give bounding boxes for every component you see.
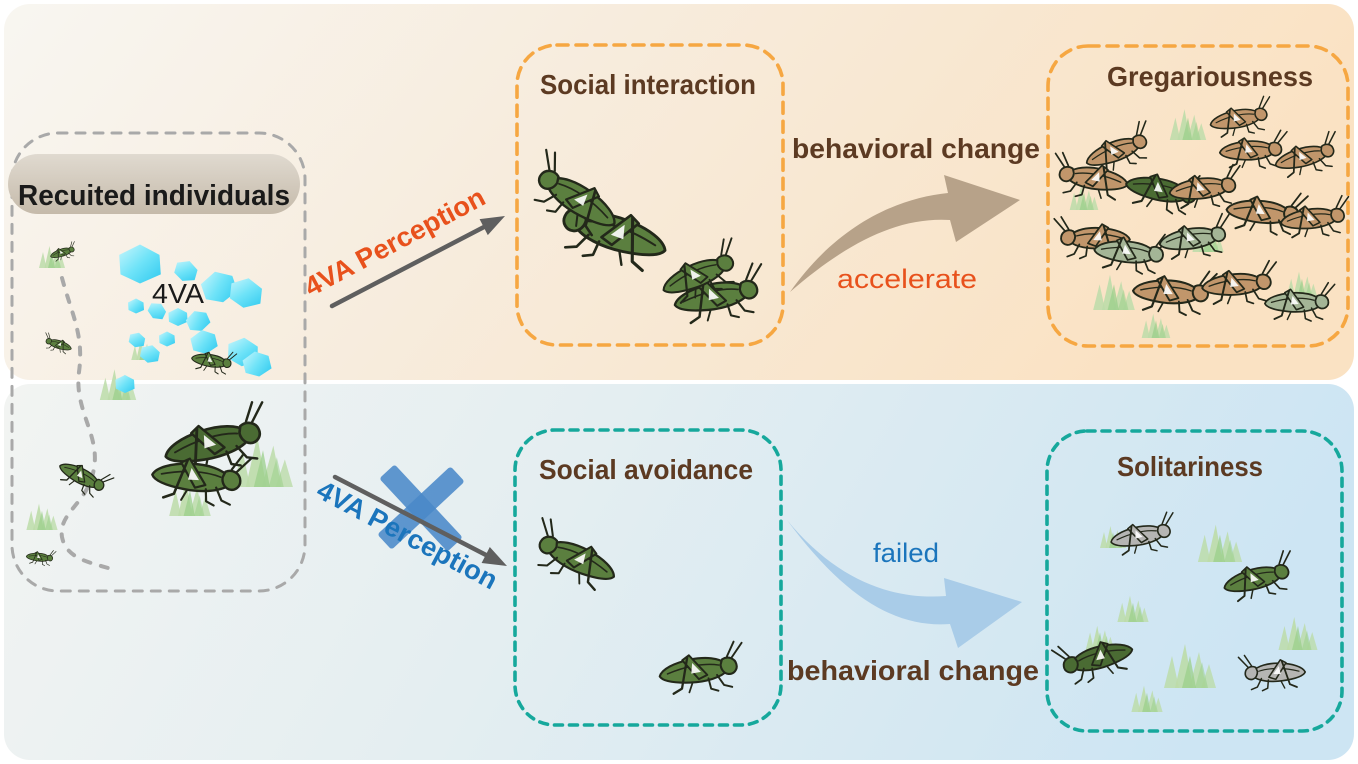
- behavioral-change-label-bottom: behavioral change: [787, 655, 1039, 686]
- failed-label: failed: [873, 538, 939, 568]
- swoosh-arrow-icon-failed: [787, 520, 1022, 648]
- perception-arrow-top: [329, 216, 505, 309]
- social-avoidance-border: [513, 428, 783, 727]
- recruited-individuals-panel: 4VA Recuited individuals: [8, 131, 307, 593]
- gregariousness-box: Gregariousness: [1046, 44, 1353, 348]
- swoosh-arrow-icon-accelerate: [790, 175, 1020, 292]
- solitariness-box: Solitariness: [1045, 429, 1344, 733]
- solitariness-title: Solitariness: [1117, 451, 1263, 482]
- blocked-cross-icon: [378, 465, 464, 551]
- social-avoidance-title: Social avoidance: [539, 454, 753, 485]
- social-avoidance-box: Social avoidance: [513, 428, 783, 727]
- social-interaction-title: Social interaction: [540, 69, 756, 100]
- gregarious-pathway: 4VA Perception Social interaction behavi…: [299, 43, 1353, 348]
- top-half-background: [4, 4, 1354, 380]
- arrow-head-icon: [479, 216, 505, 236]
- cross-bar: [378, 467, 464, 549]
- gregariousness-title: Gregariousness: [1107, 61, 1313, 92]
- recruited-individuals-pill: [8, 154, 300, 214]
- arrow-icon: [332, 474, 489, 558]
- recruited-panel-border: [10, 131, 307, 593]
- recruited-individuals-title: Recuited individuals: [18, 180, 290, 212]
- arrow-head-icon: [481, 547, 507, 566]
- social-interaction-box: Social interaction: [515, 43, 785, 347]
- behavioral-change-label-top: behavioral change: [792, 133, 1040, 164]
- pheromone-4va-label: 4VA: [152, 278, 204, 309]
- solitariness-border: [1045, 429, 1344, 733]
- perception-arrow-bottom: [332, 474, 507, 566]
- accelerate-label: accelerate: [837, 264, 977, 294]
- gregariousness-border: [1046, 44, 1350, 348]
- arrow-icon: [329, 224, 487, 309]
